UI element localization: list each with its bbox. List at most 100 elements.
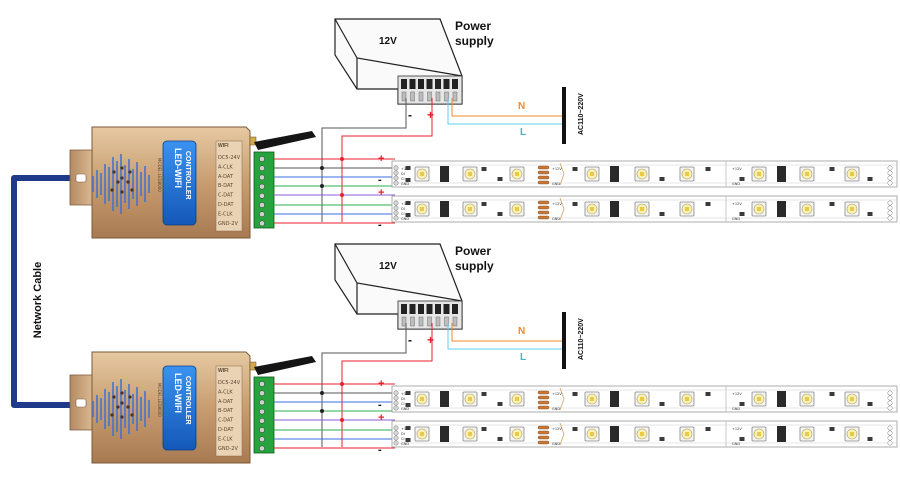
psu-title-2: supply bbox=[455, 34, 494, 48]
speaker-hole bbox=[126, 405, 130, 409]
live-label: L bbox=[520, 352, 526, 363]
terminal-label: DC5-24V bbox=[218, 380, 241, 386]
junction-dot bbox=[320, 166, 324, 170]
terminal-screw bbox=[259, 165, 265, 172]
neutral-wire bbox=[451, 98, 562, 117]
decor-bar bbox=[148, 175, 150, 193]
strip-minus-label: - bbox=[378, 219, 382, 231]
decor-bar bbox=[112, 157, 114, 211]
psu-plus-label: + bbox=[427, 108, 434, 122]
brand-text: LED-WIFI bbox=[173, 373, 183, 413]
terminal-label: E-CLK bbox=[218, 211, 233, 217]
brand-text: LED-WIFI bbox=[173, 148, 183, 188]
speaker-hole bbox=[120, 190, 124, 194]
terminal-screw bbox=[259, 202, 265, 208]
speaker-hole bbox=[120, 391, 124, 395]
led-strip bbox=[392, 196, 897, 222]
junction-dot bbox=[320, 409, 324, 413]
led-strip bbox=[392, 161, 897, 187]
junction-dot bbox=[340, 157, 344, 161]
terminal-screw bbox=[259, 220, 265, 227]
decor-bar bbox=[140, 397, 142, 421]
speaker-hole bbox=[120, 415, 124, 419]
junction-dot bbox=[320, 391, 324, 395]
terminal-screw bbox=[259, 399, 265, 406]
ac-mains-label: AC110~220V bbox=[578, 318, 585, 360]
neutral-label: N bbox=[518, 326, 525, 337]
psu-terminal-screw bbox=[401, 304, 407, 314]
speaker-hole bbox=[130, 188, 134, 192]
strip-minus-label: - bbox=[378, 444, 382, 456]
psu-terminal-screw bbox=[409, 304, 416, 314]
terminal-screw bbox=[259, 192, 265, 199]
ac-mains-label: AC110~220V bbox=[578, 93, 585, 135]
decor-bar bbox=[128, 384, 130, 434]
terminal-label: E-CLK bbox=[218, 436, 233, 442]
terminal-label: B-DAT bbox=[218, 183, 234, 189]
terminal-label: B-DAT bbox=[218, 408, 234, 414]
terminal-screw bbox=[259, 390, 265, 397]
green-terminal-block bbox=[253, 151, 275, 229]
terminal-screw bbox=[259, 436, 265, 443]
decor-bar bbox=[120, 379, 122, 439]
terminal-screw bbox=[259, 427, 265, 433]
terminal-label: A-DAT bbox=[218, 174, 234, 180]
terminal-label: C-DAT bbox=[218, 418, 234, 424]
wifi-label: WIFI bbox=[218, 143, 229, 149]
network-cable bbox=[11, 175, 72, 408]
decor-bar bbox=[92, 401, 94, 417]
speaker-hole bbox=[116, 180, 120, 184]
terminal-screw bbox=[259, 183, 265, 190]
decor-bar bbox=[120, 154, 122, 214]
decor-bar bbox=[148, 400, 150, 418]
terminal-label: A-CLK bbox=[218, 389, 233, 395]
strip-plus-label: + bbox=[378, 412, 384, 424]
terminal-label: DC5-24V bbox=[218, 155, 241, 161]
decor-bar bbox=[128, 159, 130, 209]
controller-brand-label bbox=[162, 365, 197, 451]
green-terminal-block bbox=[253, 376, 275, 454]
psu-terminal-pin bbox=[418, 316, 424, 327]
brand-text-2: CONTROLLER bbox=[184, 151, 191, 200]
psu-terminal-screw bbox=[401, 79, 407, 89]
decor-bar bbox=[132, 394, 134, 424]
psu-positive-wire bbox=[341, 323, 433, 447]
decor-bar bbox=[132, 169, 134, 199]
psu-voltage-label: 12V bbox=[379, 261, 397, 272]
live-wire bbox=[447, 98, 562, 125]
terminal-screw bbox=[259, 417, 265, 424]
psu-terminal-screw bbox=[443, 79, 450, 89]
decor-bar bbox=[144, 391, 146, 427]
decor-bar bbox=[124, 165, 126, 203]
speaker-hole bbox=[116, 405, 120, 409]
terminal-screw bbox=[259, 174, 265, 181]
terminal-screw bbox=[259, 408, 265, 415]
psu-title: Power bbox=[455, 244, 491, 258]
psu-terminal-screw bbox=[426, 79, 433, 89]
strip-minus-label: - bbox=[378, 399, 382, 411]
psu-positive-wire bbox=[341, 98, 433, 222]
psu-minus-label: - bbox=[408, 108, 412, 122]
antenna-connector bbox=[249, 361, 257, 371]
ac-mains-bar bbox=[562, 87, 566, 144]
junction-dot bbox=[340, 382, 344, 386]
model-text: MODEL:LED8000 bbox=[157, 158, 162, 192]
decor-bar bbox=[104, 164, 106, 204]
strip-minus-label: - bbox=[378, 174, 382, 186]
psu-terminal-pin bbox=[435, 316, 441, 327]
speaker-hole bbox=[112, 395, 116, 399]
psu-plus-label: + bbox=[427, 333, 434, 347]
terminal-screw bbox=[259, 156, 265, 162]
controller-brand-label bbox=[162, 140, 197, 226]
antenna-connector bbox=[249, 136, 257, 146]
network-cable-label: Network Cable bbox=[32, 262, 44, 338]
decor-bar bbox=[136, 162, 138, 206]
speaker-hole bbox=[120, 401, 124, 405]
neutral-label: N bbox=[518, 101, 525, 112]
mount-hole bbox=[75, 173, 87, 183]
